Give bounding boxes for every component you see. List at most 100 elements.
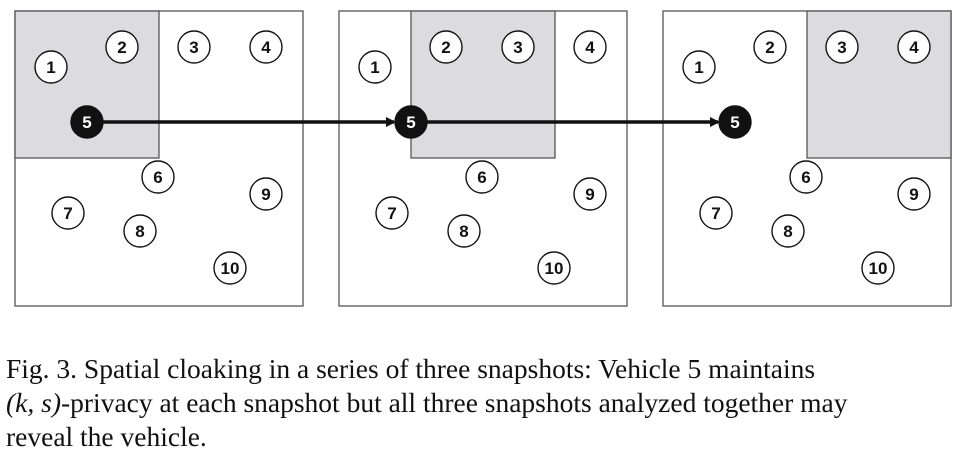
node-label: 2 (765, 38, 774, 57)
node-label: 9 (909, 185, 918, 204)
node-circle (34, 50, 68, 84)
vehicle-node: 8 (123, 214, 157, 248)
caption-line-3: reveal the vehicle. (6, 421, 207, 452)
node-label: 4 (261, 38, 271, 57)
vehicle-node-target: 5 (70, 105, 104, 139)
vehicle-node: 6 (141, 160, 175, 194)
node-label: 9 (585, 185, 594, 204)
node-circle (358, 50, 392, 84)
node-circle (177, 30, 211, 64)
vehicle-node: 8 (771, 214, 805, 248)
cloaking-region (410, 10, 556, 159)
node-circle (105, 30, 139, 64)
node-circle (465, 160, 499, 194)
node-label: 2 (441, 38, 450, 57)
node-circle (861, 251, 895, 285)
node-label: 5 (730, 113, 739, 132)
node-label: 4 (585, 38, 595, 57)
caption-line-2-text: -privacy at each snapshot but all three … (60, 387, 848, 418)
node-label: 10 (545, 259, 564, 278)
node-label: 8 (459, 222, 468, 241)
node-circle (249, 30, 283, 64)
node-circle (123, 214, 157, 248)
node-label: 1 (370, 58, 379, 77)
node-label: 10 (221, 259, 240, 278)
vehicle-node: 1 (358, 50, 392, 84)
vehicle-node: 7 (375, 196, 409, 230)
node-label: 9 (261, 185, 270, 204)
snapshot-panel (14, 10, 304, 307)
caption-math: (k, s) (6, 387, 61, 418)
node-label: 1 (694, 58, 703, 77)
vehicle-node: 10 (213, 251, 247, 285)
node-circle (70, 105, 104, 139)
node-label: 3 (189, 38, 198, 57)
vehicle-node: 6 (465, 160, 499, 194)
node-label: 3 (513, 38, 522, 57)
vehicle-node: 9 (249, 177, 283, 211)
vehicle-node: 10 (537, 251, 571, 285)
vehicle-node: 6 (789, 160, 823, 194)
node-circle (573, 177, 607, 211)
node-label: 10 (869, 259, 888, 278)
cloaking-figure: 1 2 3 4 5 6 7 8 9 10 1 2 3 4 5 6 7 8 9 10 1 2 3 4 5 6 7 8 9 10 (14, 10, 952, 307)
node-label: 8 (783, 222, 792, 241)
vehicle-node: 4 (573, 30, 607, 64)
node-circle (753, 30, 787, 64)
vehicle-node: 7 (699, 196, 733, 230)
node-circle (537, 251, 571, 285)
vehicle-node-target: 5 (394, 105, 428, 139)
node-circle (897, 30, 931, 64)
node-circle (51, 196, 85, 230)
vehicle-node: 9 (573, 177, 607, 211)
node-label: 7 (711, 204, 720, 223)
vehicle-node: 2 (105, 30, 139, 64)
vehicle-node: 7 (51, 196, 85, 230)
vehicle-node: 2 (753, 30, 787, 64)
node-label: 4 (909, 38, 919, 57)
node-label: 7 (387, 204, 396, 223)
caption-line-1: Fig. 3. Spatial cloaking in a series of … (6, 353, 816, 384)
node-label: 6 (477, 168, 486, 187)
node-circle (429, 30, 463, 64)
node-circle (771, 214, 805, 248)
cloaking-region (806, 10, 952, 159)
vehicle-node: 3 (501, 30, 535, 64)
vehicle-node: 9 (897, 177, 931, 211)
node-label: 7 (63, 204, 72, 223)
node-label: 8 (135, 222, 144, 241)
node-circle (699, 196, 733, 230)
node-circle (394, 105, 428, 139)
vehicle-node: 3 (825, 30, 859, 64)
node-circle (897, 177, 931, 211)
node-circle (825, 30, 859, 64)
node-circle (501, 30, 535, 64)
node-label: 3 (837, 38, 846, 57)
caption-line-2: (k, s)-privacy at each snapshot but all … (6, 386, 962, 420)
node-label: 1 (46, 58, 55, 77)
vehicle-node: 2 (429, 30, 463, 64)
node-circle (573, 30, 607, 64)
node-circle (141, 160, 175, 194)
node-label: 6 (801, 168, 810, 187)
node-circle (682, 50, 716, 84)
node-circle (249, 177, 283, 211)
node-circle (447, 214, 481, 248)
snapshot-panels (14, 10, 952, 307)
node-circle (718, 105, 752, 139)
node-circle (213, 251, 247, 285)
node-label: 6 (153, 168, 162, 187)
node-label: 5 (82, 113, 91, 132)
vehicle-nodes: 1 2 3 4 5 6 7 8 9 10 1 2 3 4 5 6 7 8 9 10 1 2 3 4 5 6 7 8 9 10 (34, 30, 931, 285)
vehicle-node: 1 (682, 50, 716, 84)
vehicle-node: 1 (34, 50, 68, 84)
vehicle-node: 4 (249, 30, 283, 64)
vehicle-node: 4 (897, 30, 931, 64)
node-circle (375, 196, 409, 230)
vehicle-node-target: 5 (718, 105, 752, 139)
figure-caption: Fig. 3. Spatial cloaking in a series of … (6, 352, 962, 454)
node-circle (789, 160, 823, 194)
vehicle-node: 3 (177, 30, 211, 64)
node-label: 2 (117, 38, 126, 57)
vehicle-node: 10 (861, 251, 895, 285)
